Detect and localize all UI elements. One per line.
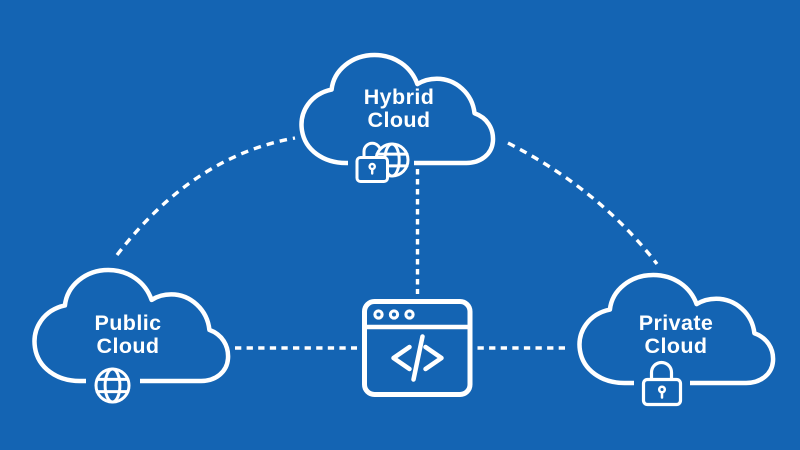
window-dots xyxy=(373,309,415,320)
public-cloud-label-line2: Cloud xyxy=(96,334,160,358)
private-cloud-shape xyxy=(580,275,774,383)
hybrid-cloud-label-line1: Hybrid xyxy=(363,85,435,109)
public-cloud-shape xyxy=(35,270,229,381)
public-cloud-label-line1: Public xyxy=(94,311,162,335)
code-window-icon xyxy=(362,299,473,397)
globe-icon xyxy=(94,367,131,404)
connector-public-to-hybrid xyxy=(115,136,296,257)
hybrid-cloud-label-line2: Cloud xyxy=(367,108,431,132)
private-cloud-label-line2: Cloud xyxy=(644,334,708,358)
connection-lines xyxy=(115,136,659,350)
lock-icon xyxy=(641,360,683,407)
connector-hybrid-to-private xyxy=(507,141,659,266)
private-cloud-label-line1: Private xyxy=(638,311,714,335)
code-icon xyxy=(391,334,444,382)
private-cloud-label: Private Cloud xyxy=(596,312,756,358)
lock-globe-icon xyxy=(355,141,410,183)
hybrid-cloud-label: Hybrid Cloud xyxy=(319,86,479,132)
public-cloud-label: Public Cloud xyxy=(48,312,208,358)
hybrid-cloud-shape xyxy=(302,55,493,163)
